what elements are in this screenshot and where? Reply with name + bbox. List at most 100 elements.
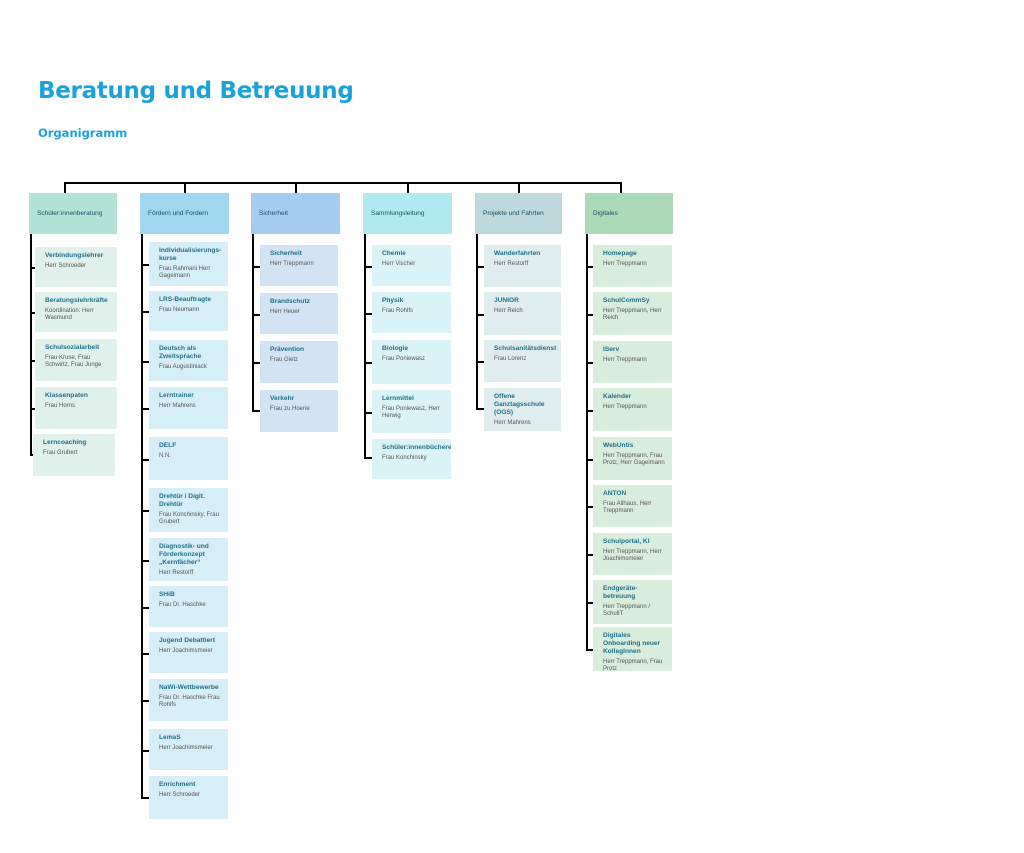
node-person: Herr Heuer	[270, 308, 300, 315]
top-connector-line	[65, 182, 622, 184]
page-subtitle: Organigramm	[38, 126, 128, 140]
node-person: Frau zu Hoene	[270, 405, 310, 412]
item-connector-line	[364, 412, 372, 414]
node-title: Wanderfahrten	[494, 250, 541, 257]
node-person: Herr Treppmann	[603, 356, 647, 363]
column-drop-line	[518, 182, 520, 194]
item-connector-line	[364, 313, 372, 315]
node-person: Frau Dr. Haschke Frau Rohlfs	[159, 694, 220, 709]
node-person: Frau Kruse, Frau Schwirtz, Frau Junge	[45, 354, 102, 369]
node-title: Jugend Debattiert	[159, 637, 216, 644]
node-person: Frau Dr. Haschke	[159, 601, 206, 608]
node-title: Enrichment	[159, 781, 196, 788]
column-spine-line	[586, 234, 588, 651]
node-title: Diagnostik- und Förderkonzept „Kernfäche…	[159, 543, 209, 566]
item-connector-line	[141, 408, 149, 410]
node-person: Herr Treppmann, Herr Joachimsmeier	[603, 548, 662, 563]
column-drop-line	[184, 182, 186, 194]
node-title: Digitales Onboarding neuer KollegInnen	[603, 632, 661, 655]
node-person: Herr Treppmann	[270, 260, 314, 267]
item-connector-line	[586, 459, 593, 461]
node-person: Frau Neumann	[159, 306, 200, 313]
node-title: WebUntis	[603, 442, 634, 449]
node-person: Herr Schroeder	[159, 791, 201, 798]
org-node: Diagnostik- und Förderkonzept „Kernfäche…	[149, 538, 228, 581]
item-connector-line	[30, 312, 35, 314]
item-connector-line	[476, 266, 484, 268]
node-person: Frau Horns	[45, 402, 76, 409]
item-connector-line	[476, 314, 484, 316]
org-node: Offene Ganztagsschule (OGS)Herr Mahrens	[484, 388, 561, 431]
item-connector-line	[476, 408, 484, 410]
node-title: LRS-Beauftragte	[159, 296, 212, 303]
node-person: Frau Allhaus, Herr Treppmann	[603, 500, 652, 515]
node-title: Offene Ganztagsschule (OGS)	[494, 393, 545, 416]
node-person: Herr Treppmann, Frau Protz	[603, 658, 663, 671]
item-connector-line	[252, 410, 260, 412]
item-connector-line	[141, 311, 149, 313]
node-title: Physik	[382, 297, 404, 304]
node-title: Deutsch als Zweitsprache	[159, 345, 202, 360]
org-node: LemaS Herr Joachimsmeier	[149, 729, 228, 770]
node-title: Verbindungslehrer	[45, 252, 104, 259]
node-title: Chemie	[382, 250, 406, 257]
item-connector-line	[141, 797, 149, 799]
item-connector-line	[30, 454, 33, 456]
node-person: Frau Konchinsky	[382, 454, 427, 461]
node-title: Biologie	[382, 345, 409, 352]
node-title: SHiB	[159, 591, 175, 598]
node-person: Herr Joachimsmeier	[159, 647, 213, 654]
node-title: NaWi-Wettbewerbe	[159, 684, 219, 691]
item-connector-line	[141, 510, 149, 512]
node-title: Individualisierungs-kurse	[159, 247, 222, 262]
node-title: Beratungslehrkräfte	[45, 297, 108, 304]
node-title: Endgeräte-betreuung	[603, 585, 638, 600]
node-title: Lernmittel	[382, 395, 414, 402]
node-title: Homepage	[603, 250, 637, 257]
node-title: Prävention	[270, 346, 305, 353]
node-person: Frau Rohlfs	[382, 307, 414, 314]
column-spine-line	[141, 234, 143, 799]
column-spine-line	[364, 234, 366, 459]
item-connector-line	[586, 506, 593, 508]
node-title: Schulsanitätsdienst	[494, 345, 557, 352]
node-person: Herr Joachimsmeier	[159, 744, 213, 751]
column-header: Sammlungsleitung	[363, 193, 452, 234]
item-connector-line	[586, 649, 593, 651]
node-title: LemaS	[159, 734, 181, 741]
node-person: Frau Lorenz	[494, 355, 527, 362]
node-title: SchulCommSy	[603, 297, 650, 304]
node-person: Frau Gietz	[270, 356, 299, 363]
item-connector-line	[586, 602, 593, 604]
node-title: Lerncoaching	[43, 439, 87, 446]
node-title: Brandschutz	[270, 298, 310, 305]
node-person: Herr Treppmann, Herr Reich	[603, 307, 662, 322]
item-connector-line	[141, 264, 149, 266]
node-title: Schüler:innenbücherei	[382, 444, 451, 451]
node-person: Frau Augustiniack	[159, 363, 207, 370]
node-person: Herr Treppmann	[603, 260, 647, 267]
column-drop-line	[64, 182, 66, 194]
